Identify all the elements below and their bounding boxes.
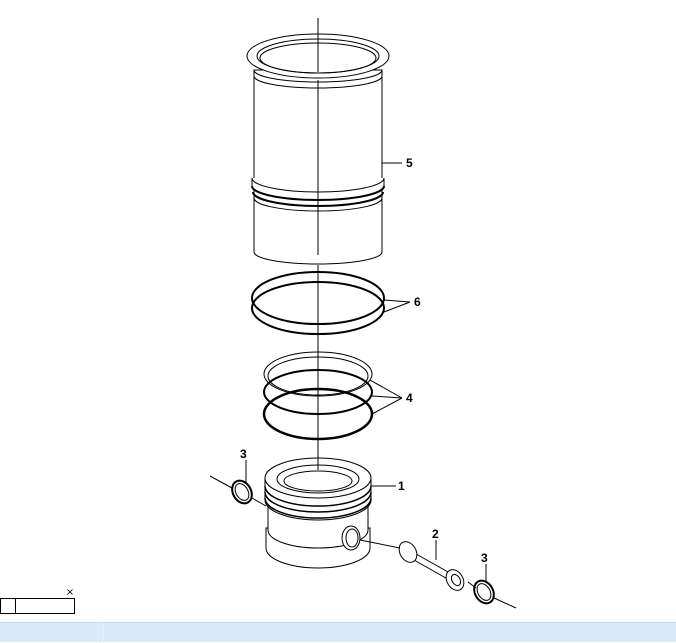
piston [264,457,372,569]
pin-axis [209,475,517,609]
callout-cylinder-liner: 5 [406,156,413,170]
circlip-left [231,479,253,505]
mini-toolbar-row [0,598,75,614]
callout-circlip-left: 3 [240,447,247,461]
leader-lines [245,162,487,582]
mini-toolbar-field[interactable] [16,599,74,613]
close-icon[interactable]: × [65,587,75,598]
callout-piston: 1 [398,479,405,493]
callout-liner-seal-rings: 6 [414,295,421,309]
exploded-parts-diagram: 5 6 4 1 2 3 3 [209,18,517,609]
circlip-right [473,579,495,605]
piston-pin [398,541,465,591]
status-bar [0,622,676,643]
mini-toolbar-panel: × [0,588,75,616]
callout-piston-rings: 4 [406,391,413,405]
status-bar-divider [103,623,104,643]
callout-piston-pin: 2 [432,527,439,541]
mini-toolbar-cell[interactable] [1,599,16,613]
callout-circlip-right: 3 [481,551,488,565]
